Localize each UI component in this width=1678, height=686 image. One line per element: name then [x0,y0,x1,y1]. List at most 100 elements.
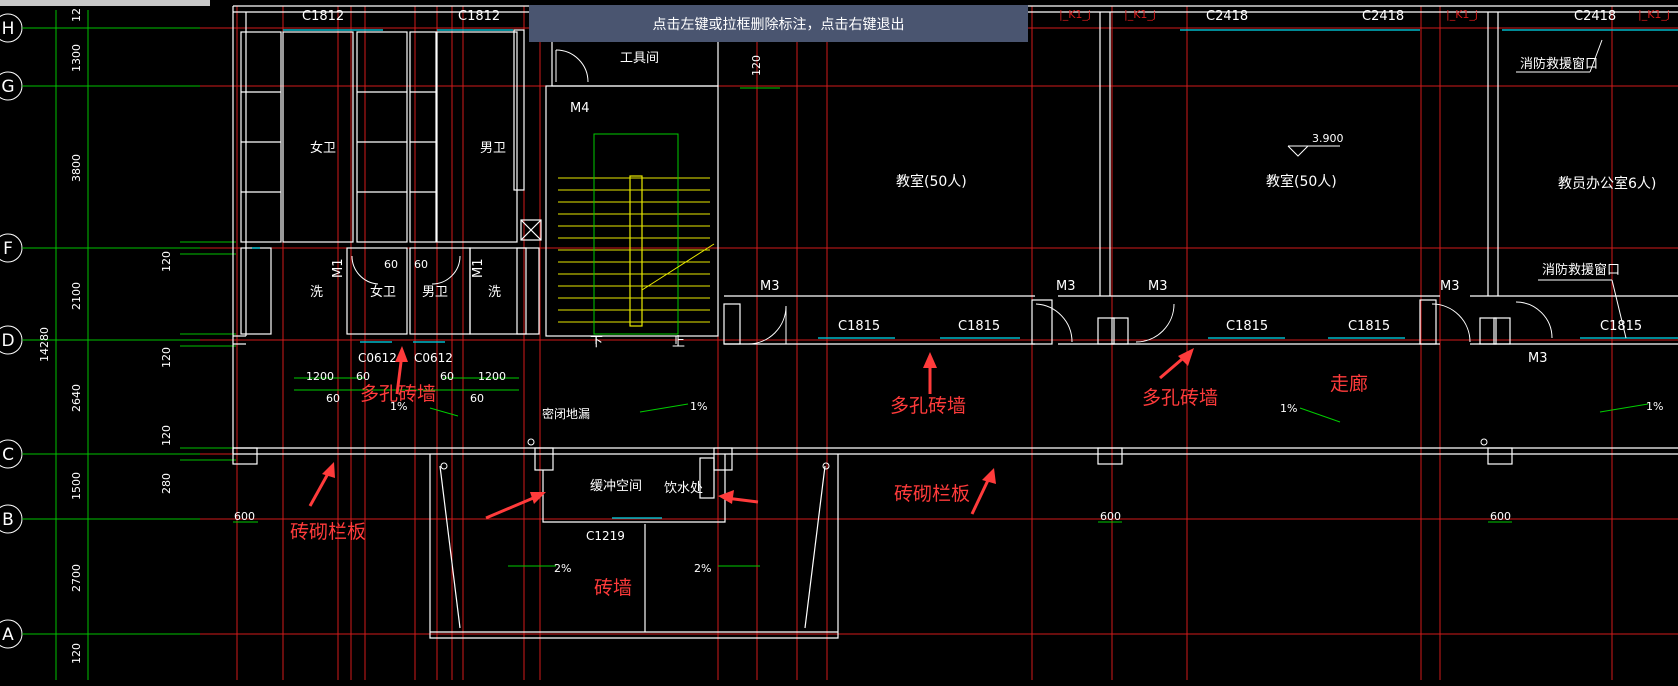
fire-rescue-window-2: 消防救援窗口 [1542,262,1620,278]
dim-2700: 2700 [70,564,83,592]
axis-label-C: C [2,445,14,465]
door-label-m3-1: M3 [760,279,780,294]
text-labels: C1812 C1812 C2418 C2418 C2418 |_K1_j |_K… [234,8,1670,575]
window-label-c0612-1: C0612 [358,351,397,365]
fire-rescue-window-1: 消防救援窗口 [1520,56,1598,72]
annotation-porous-brick-1: 多孔砖墙 [360,383,436,405]
window-kj-4: |_K1_j [1638,8,1670,21]
axis-system: H G F D C B A 12 1300 [0,8,236,680]
staircase [558,133,715,344]
axis-label-B: B [2,510,14,530]
dim-1500: 1500 [70,472,83,500]
room-mens-toilet-2: 男卫 [422,285,448,300]
door-label-m3-4: M3 [1440,279,1460,294]
room-tool-room: 工具间 [620,51,659,66]
room-mens-toilet: 男卫 [480,141,506,156]
window-label-c2418-2: C2418 [1362,9,1404,24]
axis-label-G: G [1,77,14,97]
annotation-porous-brick-3: 多孔砖墙 [1142,387,1218,409]
dim-2640: 2640 [70,384,83,412]
slope-5: 2% [554,562,571,575]
window-label-c1812-1: C1812 [302,9,344,24]
dim-120-vertical: 120 [750,55,763,76]
window-label-c2418-3: C2418 [1574,9,1616,24]
drain-label: 密闭地漏 [542,406,590,421]
door-label-m3-5: M3 [1528,351,1548,366]
dim-2100: 2100 [70,282,83,310]
dim-600-c: 600 [1490,510,1511,523]
window-label-c1815-1: C1815 [838,319,880,334]
annotation-texts: 多孔砖墙 多孔砖墙 多孔砖墙 走廊 砖砌栏板 砖砌栏板 砖墙 [290,373,1368,599]
window-label-c2418-1: C2418 [1206,9,1248,24]
room-classroom-2: 教室(50人) [1266,173,1337,190]
annotation-brick-parapet-2: 砖砌栏板 [894,483,970,505]
dim-60-f: 60 [470,392,484,405]
dim-1300: 1300 [70,44,83,72]
dim-small-1: 120 [160,251,173,272]
room-buffer-space: 缓冲空间 [590,479,642,494]
dim-12: 12 [70,8,83,22]
room-classroom-1: 教室(50人) [896,173,967,190]
axis-label-H: H [2,19,15,39]
stair-up-label: 上 [672,335,685,350]
room-wash-2: 洗 [488,285,501,300]
instruction-banner[interactable]: 点击左键或拉框删除标注，点击右键退出 [529,5,1028,42]
annotation-brick-wall: 砖墙 [594,577,632,599]
drain-markers [440,438,1488,470]
annotation-porous-brick-2: 多孔砖墙 [890,395,966,417]
dim-60-c: 60 [356,370,370,383]
room-water-station: 饮水处 [664,481,703,496]
window-kj-1: |_K1_j [1059,8,1091,21]
dim-120-bottom: 120 [70,643,83,664]
dim-small-4: 280 [160,473,173,494]
window-label-c1812-2: C1812 [458,9,500,24]
room-wash-1: 洗 [310,285,323,300]
door-label-m1-1: M1 [331,259,346,279]
dim-small-2: 120 [160,347,173,368]
door-label-m3-3: M3 [1148,279,1168,294]
dim-total: 14280 [38,327,51,362]
slope-2: 1% [690,400,707,413]
red-annotations [308,346,1194,520]
slope-4: 1% [1646,400,1663,413]
door-label-m1-2: M1 [471,259,486,279]
window-label-c1815-4: C1815 [1348,319,1390,334]
dim-60-b: 60 [414,258,428,271]
dim-60-e: 60 [326,392,340,405]
window-label-c1815-5: C1815 [1600,319,1642,334]
room-womens-toilet-2: 女卫 [370,284,396,300]
slope-3: 1% [1280,402,1297,415]
grid-lines [22,6,1678,680]
dim-3800: 3800 [70,154,83,182]
room-office: 教员办公室6人) [1558,175,1656,192]
dim-1200-b: 1200 [478,370,506,383]
stair-down-label: 下 [590,335,603,350]
dim-60-a: 60 [384,258,398,271]
room-womens-toilet: 女卫 [310,140,336,156]
axis-label-D: D [1,331,14,351]
walls [232,5,1678,639]
door-label-m4: M4 [570,101,590,116]
slope-arrows [233,87,1649,567]
annotation-brick-parapet-1: 砖砌栏板 [290,521,366,543]
leader-lines [1287,39,1627,339]
window-kj-2: |_K1_j [1124,8,1156,21]
dim-600-b: 600 [1100,510,1121,523]
dim-600-a: 600 [234,510,255,523]
slope-1: 1% [390,400,407,413]
axis-label-F: F [3,239,13,259]
window-label-c0612-2: C0612 [414,351,453,365]
windows [252,29,1678,519]
window-label-c1219: C1219 [586,529,625,543]
dim-small-3: 120 [160,425,173,446]
dim-1200-a: 1200 [306,370,334,383]
door-swings [351,49,1553,345]
toolbar-strip [0,0,210,6]
slope-6: 2% [694,562,711,575]
elevation-mark: 3.900 [1312,132,1344,145]
window-label-c1815-2: C1815 [958,319,1000,334]
door-label-m3-2: M3 [1056,279,1076,294]
dim-60-d: 60 [440,370,454,383]
window-label-c1815-3: C1815 [1226,319,1268,334]
